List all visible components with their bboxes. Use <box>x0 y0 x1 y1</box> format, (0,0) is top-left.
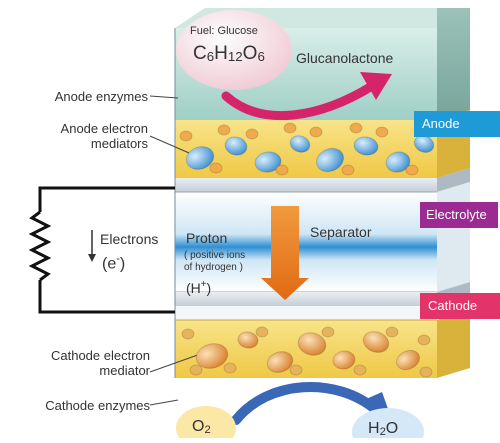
formula-h: H <box>214 43 228 64</box>
anode-enzyme <box>385 151 411 173</box>
resistor <box>28 210 52 282</box>
anode-membrane <box>175 178 437 192</box>
anode-mediator <box>283 122 297 134</box>
oxygen-base: O <box>192 418 205 435</box>
water-base: H <box>368 420 380 437</box>
cathode-membrane <box>175 292 437 306</box>
cathode-gap <box>175 306 437 320</box>
proton-symbol-close: ) <box>206 280 212 296</box>
electrolyte-layer <box>175 192 437 292</box>
cathode-mediator <box>255 326 269 338</box>
label-cathode-mediator: Cathode electron mediator <box>4 348 150 378</box>
cathode-enzyme <box>266 351 294 373</box>
proton-arrow <box>261 206 309 300</box>
formula-c-sub: 6 <box>206 49 215 64</box>
cathode-enzyme <box>395 349 421 371</box>
label-electrons: Electrons <box>100 231 159 247</box>
cathode-enzyme <box>332 350 356 370</box>
anode-reaction-arrow <box>221 81 377 120</box>
electrolyte-side <box>437 182 470 292</box>
anode-mediator <box>179 130 193 142</box>
label-cathode-mediator-line2: mediator <box>99 363 150 378</box>
electron-symbol-sup: - <box>116 253 120 265</box>
water-sub: 2 <box>379 426 386 438</box>
label-cathode-mediator-line1: Cathode electron <box>50 348 150 363</box>
anode-mediator <box>275 164 289 176</box>
cathode-enzyme <box>297 332 327 356</box>
anode-mediator <box>341 164 355 176</box>
proton-symbol: (H+) <box>186 279 211 296</box>
cathode-mediator <box>385 326 399 338</box>
label-cathode-enzymes: Cathode enzymes <box>45 398 150 413</box>
proton-label: Proton <box>186 230 228 246</box>
anode-mediator <box>217 124 231 136</box>
label-anode-mediators: Anode electron mediators <box>10 121 148 151</box>
cathode-reaction-arrow <box>231 382 381 425</box>
label-anode-mediators-line2: mediators <box>90 136 148 151</box>
cathode-mediator <box>417 334 431 346</box>
anode-mediator <box>309 126 323 138</box>
electron-symbol-close: ) <box>119 255 126 273</box>
oxygen-label: O2 <box>192 418 211 436</box>
cathode-mediator <box>419 366 433 378</box>
anode-mediator <box>209 162 223 174</box>
anode-mediator <box>375 126 389 138</box>
anode-mediator <box>405 164 419 176</box>
label-anode-enzymes: Anode enzymes <box>54 89 148 104</box>
proton-note-line2: of hydrogen ) <box>184 262 243 273</box>
tag-anode: Anode <box>414 111 500 137</box>
separator-label: Separator <box>310 224 372 240</box>
circuit-wire <box>38 186 175 314</box>
formula-c: C <box>193 43 207 64</box>
fuel-chamber-side <box>437 8 470 120</box>
water-label: H2O <box>368 420 398 438</box>
anode-reaction-arrowhead <box>360 72 392 100</box>
anode-enzyme <box>224 136 248 156</box>
anode-mediator <box>349 122 363 134</box>
cathode-enzyme <box>362 331 390 353</box>
tag-cathode: Cathode <box>420 293 500 319</box>
formula-o: O <box>242 43 258 64</box>
cathode-mediator <box>223 362 237 374</box>
anode-enzyme <box>315 147 345 173</box>
cathode-mediator <box>289 364 303 376</box>
cathode-mediator <box>321 326 335 338</box>
label-electron-symbol: (e-) <box>102 252 126 273</box>
anode-enzyme <box>185 146 215 170</box>
cathode-mediator <box>353 364 367 376</box>
anode-mediator <box>245 128 259 140</box>
proton-symbol-open: (H <box>186 280 201 296</box>
formula-o-sub: 6 <box>257 49 265 64</box>
cathode-particles <box>181 326 433 378</box>
proton-note: ( positive ions of hydrogen ) <box>184 250 245 274</box>
electron-symbol-open: (e <box>102 255 117 273</box>
water-bubble <box>352 408 424 443</box>
oxygen-sub: 2 <box>204 424 211 436</box>
cathode-mediator <box>189 364 203 376</box>
cathode-layer-side <box>437 310 470 378</box>
electron-flow-arrowhead <box>88 254 96 262</box>
fuel-caption: Fuel: Glucose <box>190 25 258 37</box>
water-tail: O <box>385 420 399 437</box>
proton-symbol-sup: + <box>200 279 207 290</box>
cathode-enzyme <box>237 331 259 349</box>
anode-enzyme <box>289 135 311 153</box>
anode-membrane-side <box>437 168 470 192</box>
formula-h-sub: 12 <box>227 49 243 64</box>
cathode-mediator <box>181 328 195 340</box>
oxygen-bubble <box>176 406 236 443</box>
anode-enzyme <box>353 136 379 156</box>
label-anode-mediators-line1: Anode electron <box>60 121 148 136</box>
proton-note-line1: ( positive ions <box>184 250 246 261</box>
glucose-formula: C6H12O6 <box>193 43 265 65</box>
tag-electrolyte: Electrolyte <box>420 202 498 228</box>
glucanolactone-label: Glucanolactone <box>296 50 394 66</box>
glucose-bubble <box>176 10 292 90</box>
anode-enzyme <box>254 151 282 173</box>
cathode-enzyme <box>195 343 229 369</box>
